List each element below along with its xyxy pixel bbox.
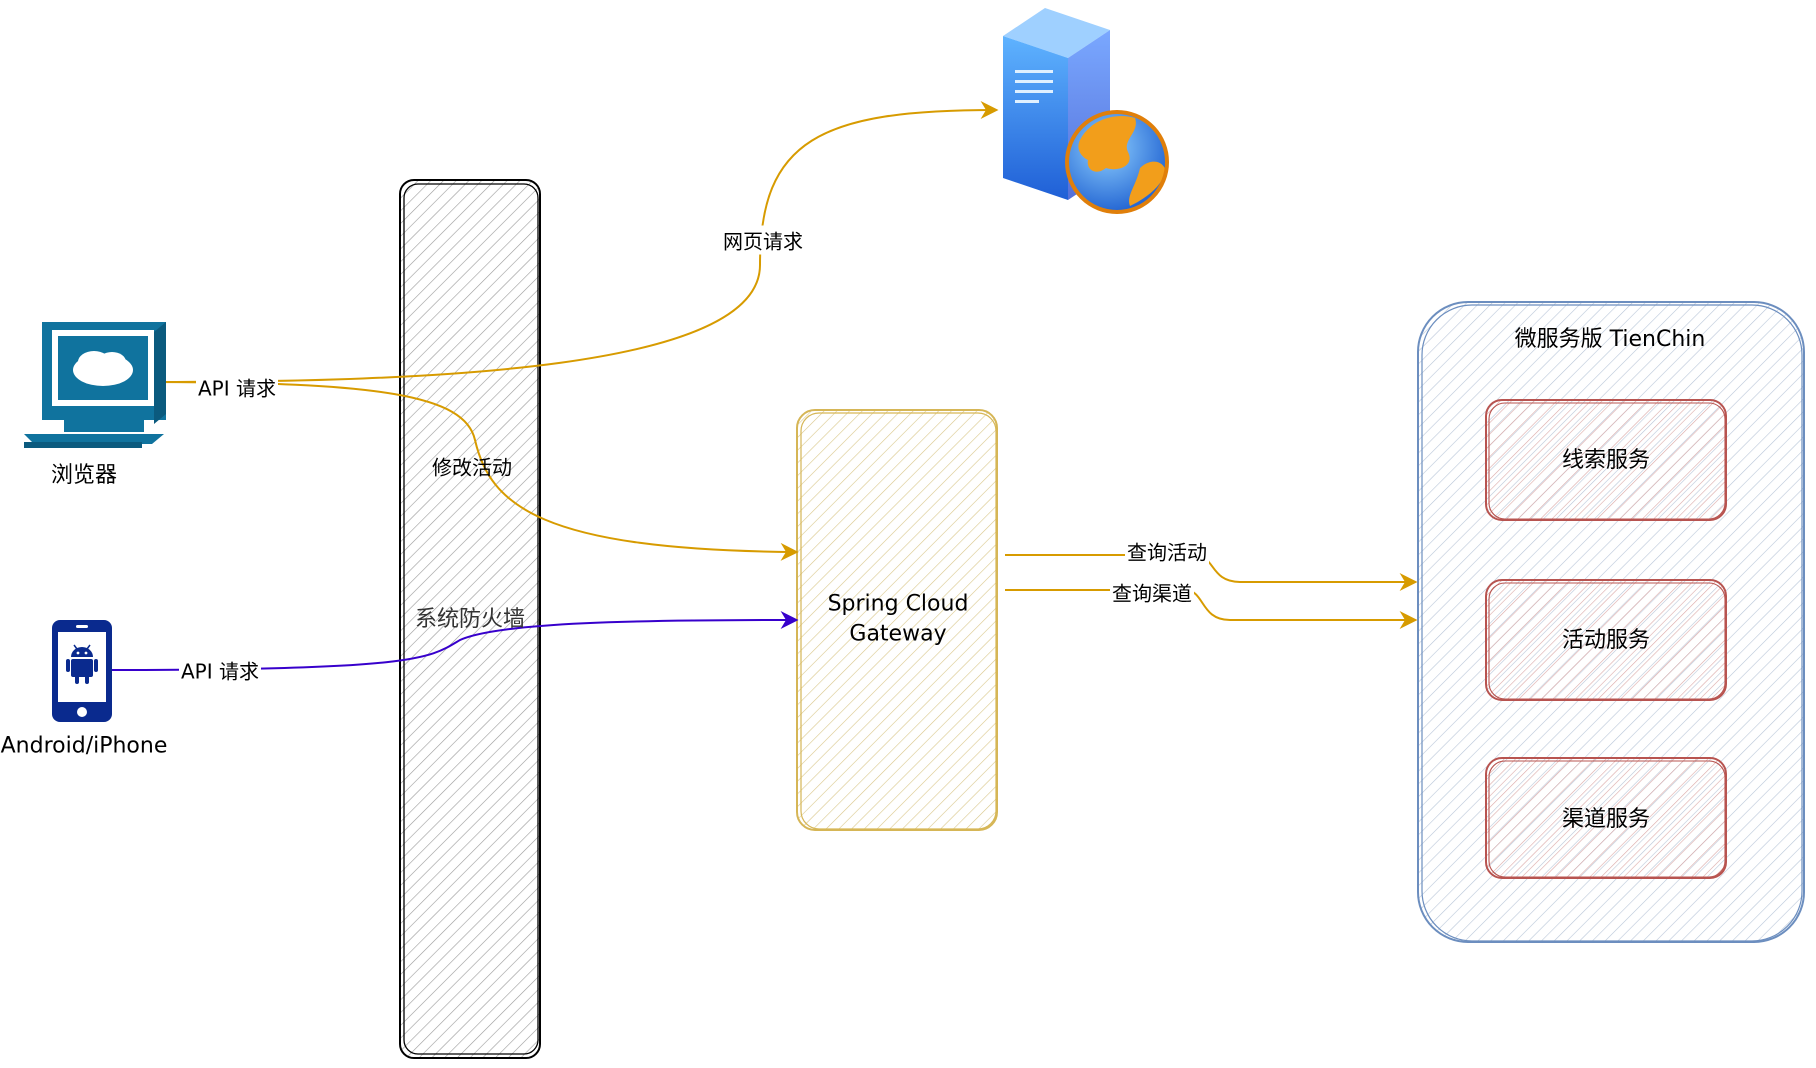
firewall-label: 系统防火墙	[414, 607, 526, 632]
edge-label-browser-api: API 请求	[196, 372, 278, 402]
edge-web-request	[147, 101, 999, 383]
edge-label-mobile-api: API 请求	[179, 655, 261, 685]
gateway-node[interactable]	[796, 409, 998, 831]
gateway-label-line2: Gateway	[849, 621, 947, 647]
edge-label-web-request: 网页请求	[721, 225, 805, 255]
mobile-label: Android/iPhone	[0, 733, 168, 759]
mobile-phone-icon[interactable]	[52, 620, 112, 722]
browser-computer-icon[interactable]	[24, 322, 166, 448]
service-leads[interactable]	[1485, 399, 1727, 521]
microservices-title: 微服务版 TienChin	[1514, 327, 1706, 352]
web-server-globe-icon[interactable]	[1003, 8, 1169, 214]
edge-label-modify-activity: 修改活动	[432, 455, 512, 480]
edge-label-query-channel: 查询渠道	[1110, 577, 1194, 607]
service-channel-label: 渠道服务	[1561, 807, 1651, 832]
firewall-node[interactable]	[399, 179, 541, 1059]
service-activity[interactable]	[1485, 579, 1727, 701]
edge-mobile-api	[111, 611, 799, 671]
service-channel[interactable]	[1485, 757, 1727, 879]
service-activity-label: 活动服务	[1561, 628, 1651, 653]
edge-label-query-activity: 查询活动	[1125, 536, 1209, 566]
browser-label: 浏览器	[50, 463, 118, 488]
service-leads-label: 线索服务	[1561, 448, 1651, 473]
edge-query-channel	[1005, 589, 1418, 629]
edge-query-activity	[1005, 554, 1418, 591]
edge-browser-api	[147, 381, 799, 561]
gateway-label-line1: Spring Cloud	[827, 591, 969, 617]
